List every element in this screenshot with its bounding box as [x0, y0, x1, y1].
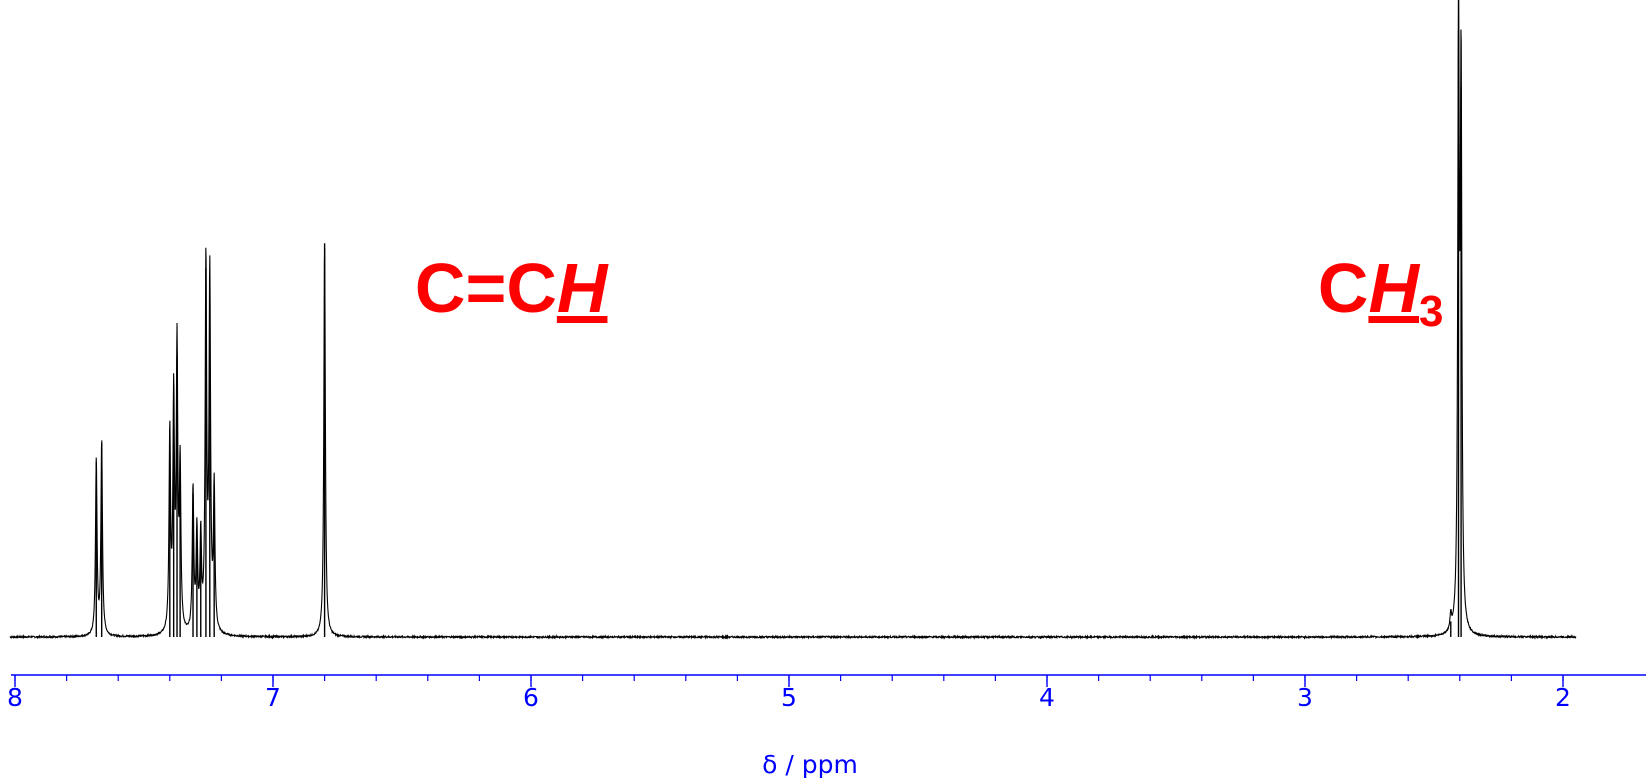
x-axis-label: δ / ppm	[762, 750, 858, 778]
tick-label: 3	[1297, 683, 1313, 712]
tick-label: 6	[523, 683, 539, 712]
annotation-label: CH3	[1318, 249, 1444, 336]
spectrum-trace-layer	[9, 0, 1577, 640]
tick-label: 2	[1555, 683, 1571, 712]
annotation-label: C=CH	[415, 249, 609, 327]
spectrum-line	[9, 0, 1577, 640]
annotation-prefix: C	[1318, 249, 1369, 327]
tick-label: 8	[7, 683, 23, 712]
tick-label: 4	[1039, 683, 1055, 712]
annotation-subscript: 3	[1419, 287, 1443, 336]
x-axis: 8 7 6 5 4 3 2	[7, 674, 1646, 712]
annotation-prefix: C=C	[415, 249, 557, 327]
tick-label: 7	[265, 683, 281, 712]
annotation-hydrogen: H	[557, 249, 609, 327]
annotation-hydrogen: H	[1368, 249, 1420, 327]
tick-label: 5	[781, 683, 797, 712]
